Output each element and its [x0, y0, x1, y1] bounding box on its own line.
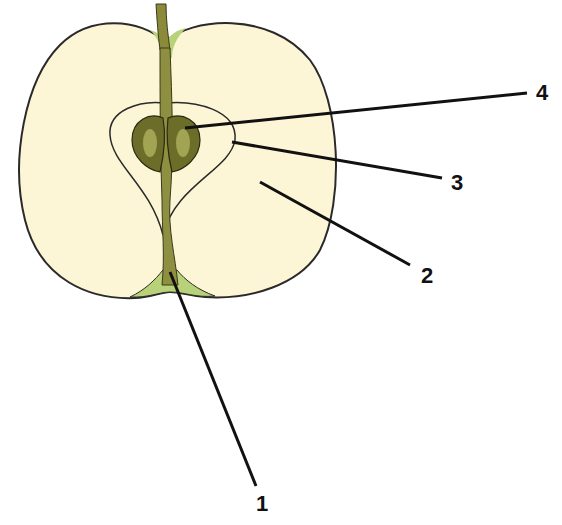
apple-stem — [156, 4, 170, 50]
apple-flesh — [19, 23, 336, 298]
callout-number: 3 — [451, 172, 463, 194]
seed-right — [167, 116, 200, 172]
callout-number: 4 — [536, 82, 548, 104]
seed-left-inner — [143, 129, 157, 157]
seed-right-inner — [176, 129, 190, 157]
leader-line — [260, 182, 410, 265]
callout-number: 2 — [421, 265, 433, 287]
leader-line — [170, 272, 256, 486]
callout-number: 1 — [256, 493, 268, 515]
core-outline — [110, 102, 235, 235]
leader-line — [232, 142, 442, 178]
leader-line — [185, 93, 527, 128]
seed-left — [132, 116, 164, 172]
